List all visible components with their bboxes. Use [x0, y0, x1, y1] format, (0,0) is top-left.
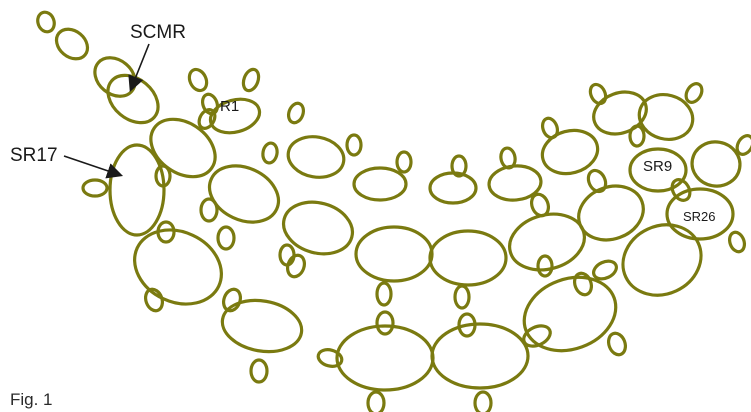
scmr-pointer-arrow — [128, 43, 150, 92]
tatting-picot — [628, 124, 646, 148]
tatting-picot — [453, 284, 471, 310]
tatting-picot — [187, 67, 209, 93]
tatting-ring — [540, 128, 600, 176]
tatting-ring — [592, 90, 648, 136]
label-r1: R1 — [220, 98, 239, 115]
tatting-picot — [154, 164, 172, 188]
tatting-picot — [261, 141, 279, 165]
tatting-picot — [395, 150, 413, 174]
tatting-ring — [208, 97, 262, 135]
tatting-ring — [54, 27, 90, 61]
tatting-picot — [197, 108, 217, 130]
tatting-picot — [156, 220, 176, 244]
tatting-ring — [621, 223, 703, 297]
tatting-picot — [81, 178, 109, 198]
tatting-picot — [278, 243, 296, 267]
tatting-picot — [199, 197, 219, 223]
tatting-picot — [143, 287, 165, 313]
tatting-picot — [366, 390, 386, 412]
tatting-ring — [220, 298, 304, 354]
tatting-picot — [499, 146, 517, 170]
tatting-ring — [108, 143, 166, 237]
label-sr9: SR9 — [643, 158, 672, 175]
tatting-picot — [529, 192, 551, 218]
label-sr26: SR26 — [683, 209, 716, 224]
tatting-picot — [286, 101, 306, 125]
tatting-picot — [375, 310, 395, 336]
tatting-picot — [221, 287, 243, 313]
tatting-picot — [606, 331, 628, 357]
tatting-ring — [286, 135, 346, 179]
tatting-ring — [106, 73, 160, 125]
tatting-picot — [473, 390, 493, 412]
tatting-ring — [628, 147, 688, 193]
tatting-ring — [352, 166, 408, 202]
tatting-picot — [727, 230, 747, 254]
tatting-picot — [241, 67, 261, 93]
tatting-ring — [316, 348, 344, 368]
tatting-picot — [670, 178, 692, 202]
tatting-ring — [354, 225, 434, 283]
tatting-picot — [586, 168, 608, 194]
tatting-picot — [536, 254, 554, 278]
tatting-ring — [592, 259, 618, 281]
label-scmr: SCMR — [130, 22, 186, 43]
sr17-pointer-arrow — [63, 155, 124, 179]
tatting-ring — [690, 140, 742, 188]
tatting-picot — [216, 225, 236, 251]
tatting-picot — [249, 358, 269, 384]
label-sr17: SR17 — [10, 145, 58, 166]
tatting-picot — [200, 92, 220, 116]
tatting-ring — [428, 171, 478, 205]
tatting-picot — [457, 312, 477, 338]
tatting-picot — [540, 116, 560, 140]
tatting-ring — [133, 228, 223, 306]
tatting-ring — [522, 275, 618, 353]
tatting-picot — [588, 82, 608, 106]
tatting-picot — [345, 133, 363, 157]
tatting-picot — [572, 271, 594, 297]
tatting-picot — [375, 281, 393, 307]
tatting-ring — [637, 93, 695, 141]
tatting-ring — [665, 187, 735, 241]
figure-caption: Fig. 1 — [10, 390, 53, 409]
tatting-ring — [207, 164, 281, 224]
tatting-picot — [450, 154, 468, 178]
tatting-picot — [36, 10, 56, 34]
tatting-ring — [428, 229, 508, 287]
tatting-picot — [735, 134, 751, 156]
tatting-ring — [577, 184, 645, 242]
tatting-ring — [522, 324, 552, 348]
tatting-ring — [281, 200, 355, 256]
tatting-ring — [430, 322, 530, 390]
tatting-picot — [684, 82, 704, 104]
